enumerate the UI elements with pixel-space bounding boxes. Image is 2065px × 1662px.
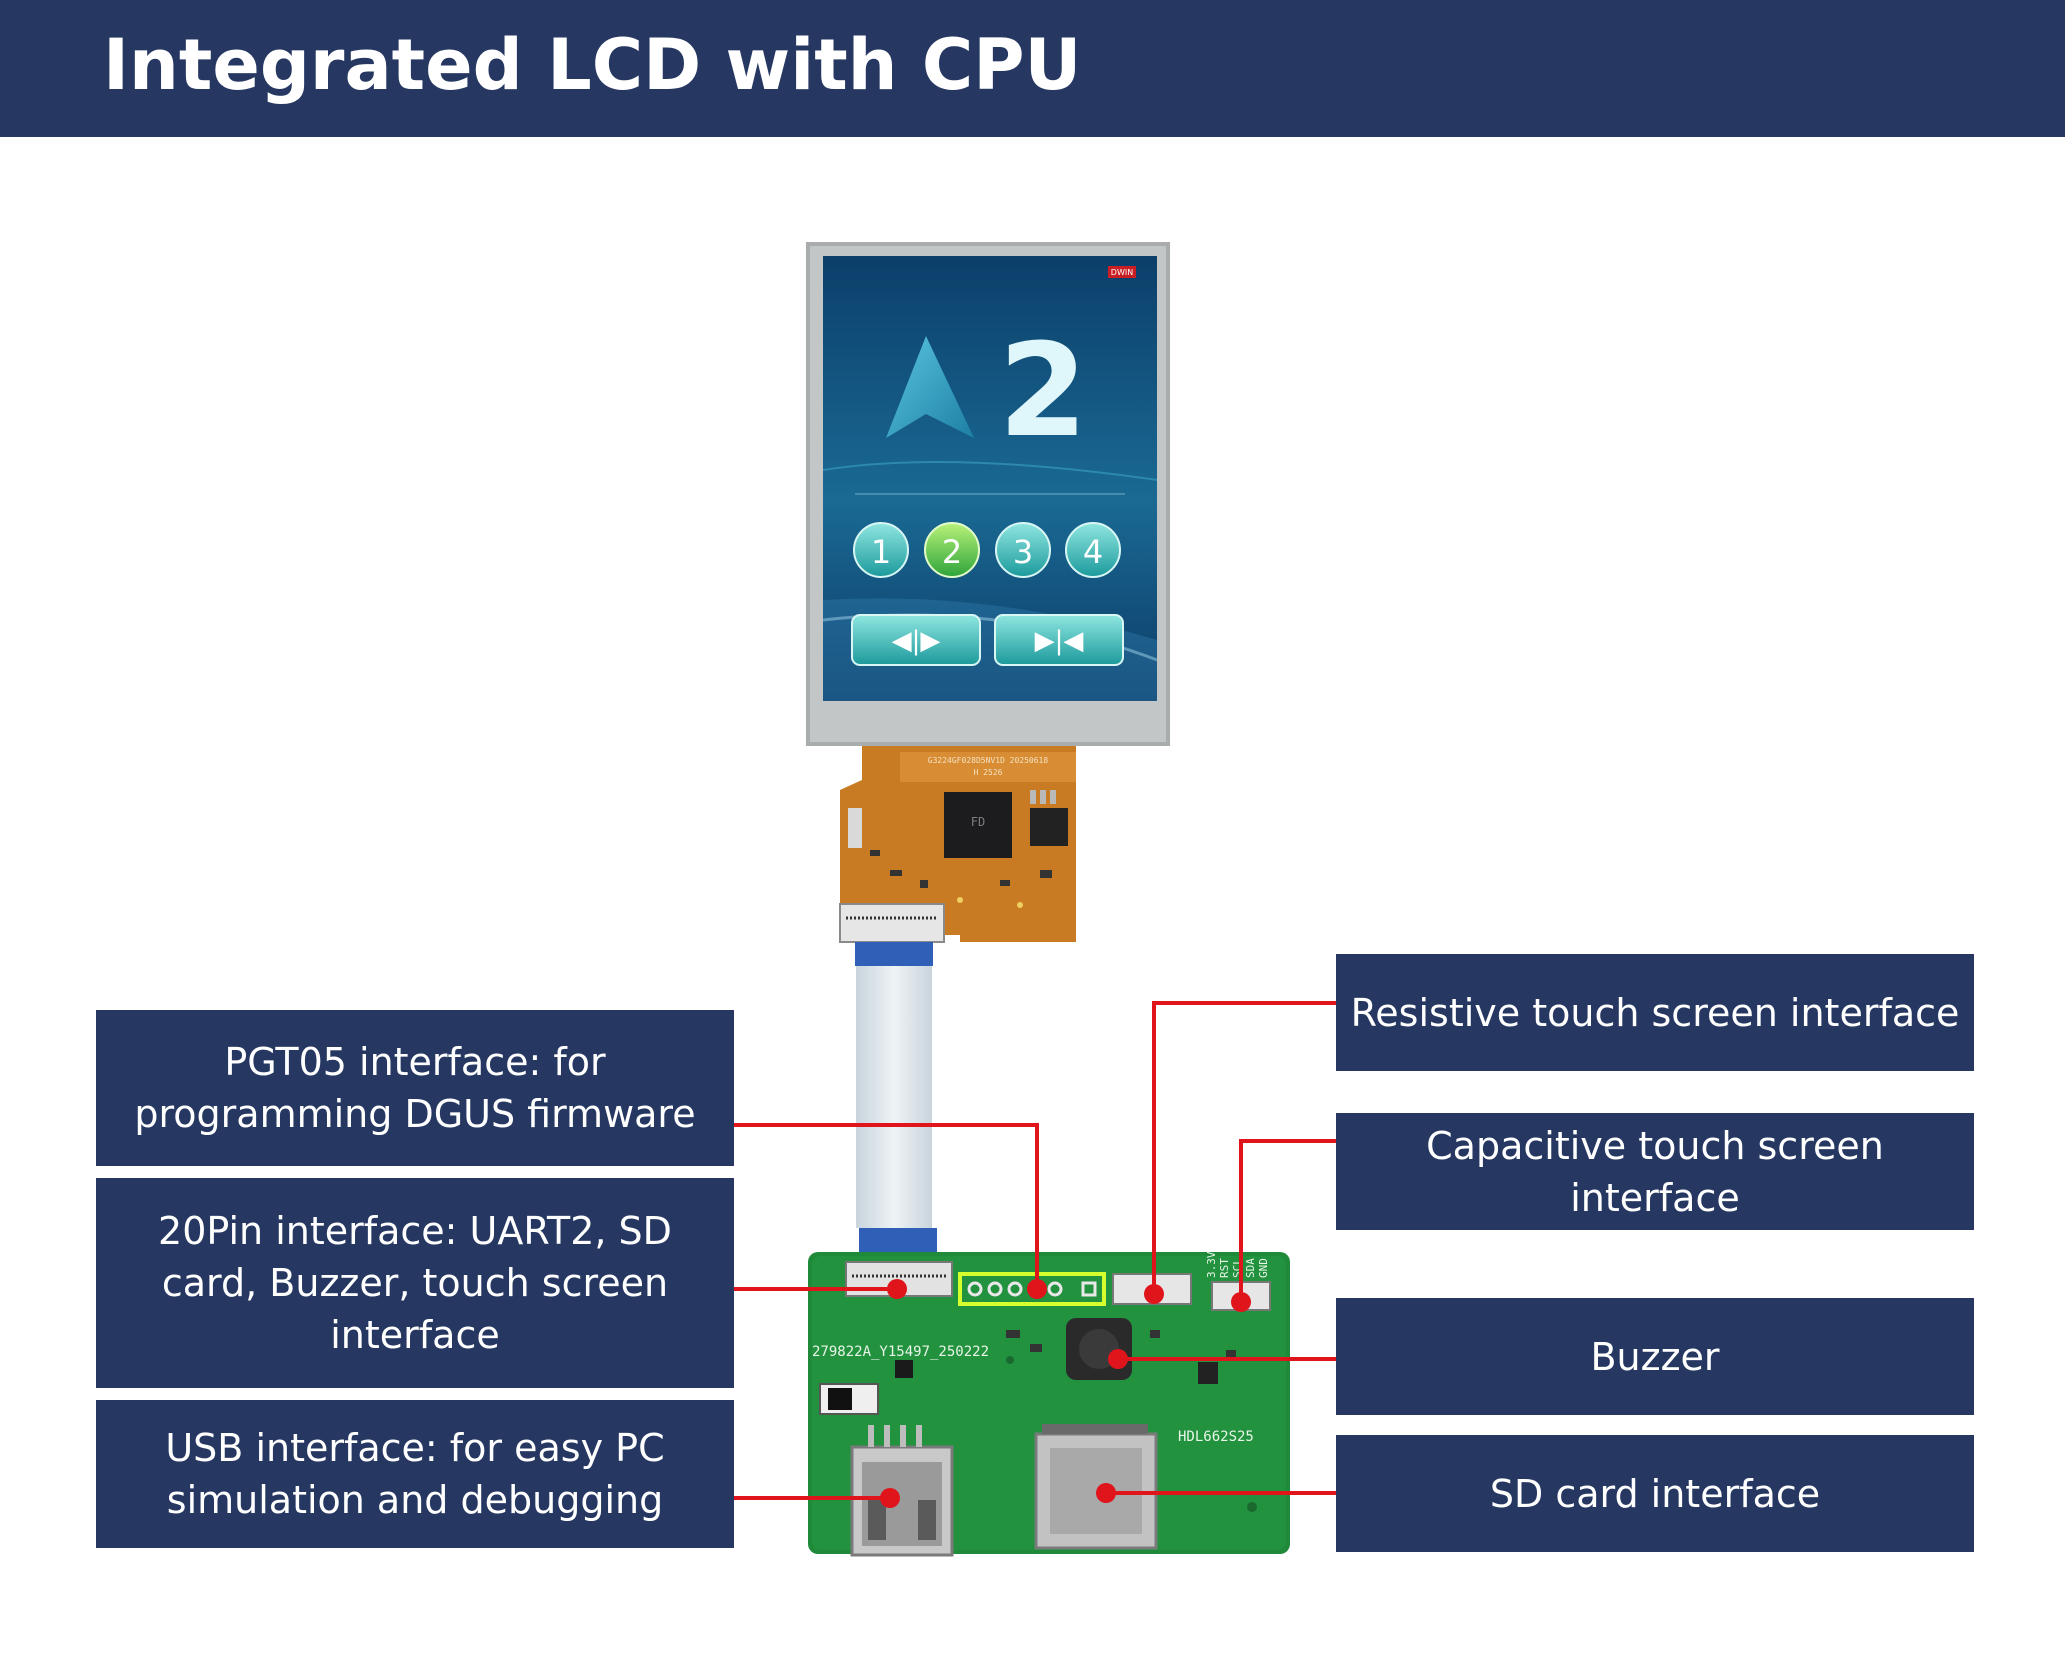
page-title: Integrated LCD with CPU <box>103 24 1082 106</box>
up-arrow-icon <box>886 336 974 438</box>
floor-button-4[interactable]: 4 <box>1065 522 1121 578</box>
label-resistive-touch: Resistive touch screen interface <box>1336 954 1974 1071</box>
floor-button-label: 4 <box>1083 533 1103 571</box>
dot-sdcard <box>1096 1483 1116 1503</box>
fpc-connector <box>839 903 945 943</box>
label-buzzer: Buzzer <box>1336 1298 1974 1415</box>
dot-capacitive <box>1231 1292 1251 1312</box>
fpc-label-line1: G3224GF028D5NV1D 20250618 <box>928 756 1049 765</box>
door-close-icon: ▶|◀ <box>1035 626 1084 656</box>
floor-button-label: 1 <box>871 533 891 571</box>
label-pgt05-text: PGT05 interface: for programming DGUS fi… <box>134 1040 696 1136</box>
ribbon-cable <box>855 942 937 1256</box>
door-open-button[interactable]: ◀|▶ <box>851 614 981 666</box>
leader-capacitive <box>1239 1139 1336 1300</box>
label-20pin-text: 20Pin interface: UART2, SD card, Buzzer,… <box>158 1209 672 1357</box>
leader-resistive <box>1152 1001 1336 1292</box>
dot-resistive <box>1144 1284 1164 1304</box>
dot-buzzer <box>1108 1349 1128 1369</box>
header-banner: Integrated LCD with CPU <box>0 0 2065 137</box>
leader-pgt05 <box>733 1123 1039 1287</box>
cpu-chip-marking: FD <box>971 815 985 829</box>
lcd-module: DWIN 2 1 2 3 4 ◀|▶ ▶|◀ <box>806 242 1170 746</box>
dot-20pin <box>887 1279 907 1299</box>
floor-button-3[interactable]: 3 <box>995 522 1051 578</box>
pin-label-3v3: 3.3V <box>1205 1251 1218 1278</box>
fpc-driver-board: G3224GF028D5NV1D 20250618 H 2526 FD <box>839 746 1076 943</box>
pcb-model: HDL662S25 <box>1178 1429 1254 1445</box>
cpu-chip <box>944 792 1012 858</box>
pcb-serial: 279822A_Y15497_250222 <box>812 1344 989 1360</box>
label-pgt05-interface: PGT05 interface: for programming DGUS fi… <box>96 1010 734 1166</box>
label-resistive-text: Resistive touch screen interface <box>1350 990 1960 1035</box>
leader-dots <box>880 1279 1251 1508</box>
dot-pgt05 <box>1027 1279 1047 1299</box>
floor-button-label: 3 <box>1013 533 1033 571</box>
label-sd-card: SD card interface <box>1336 1435 1974 1552</box>
pin-label-gnd: GND <box>1257 1258 1270 1278</box>
fpc-label-line2: H 2526 <box>974 768 1003 777</box>
pin-label-rst: RST <box>1218 1258 1231 1278</box>
pgt05-header <box>958 1272 1106 1306</box>
label-capacitive-touch: Capacitive touch screen interface <box>1336 1113 1974 1230</box>
dot-usb <box>880 1488 900 1508</box>
dwin-logo <box>1108 266 1136 278</box>
label-usb-text: USB interface: for easy PC simulation an… <box>165 1426 665 1522</box>
pin-labels: 3.3V RST SCL SDA GND <box>1205 1251 1270 1278</box>
floor-button-label: 2 <box>942 533 962 571</box>
leader-lines <box>733 1001 1336 1500</box>
label-usb-interface: USB interface: for easy PC simulation an… <box>96 1400 734 1548</box>
label-capacitive-text: Capacitive touch screen interface <box>1426 1123 1884 1220</box>
pin-label-sda: SDA <box>1244 1258 1257 1278</box>
adapter-pcb: 3.3V RST SCL SDA GND 279822A_Y15497_2502… <box>808 1251 1290 1557</box>
door-open-icon: ◀|▶ <box>892 626 941 656</box>
door-close-button[interactable]: ▶|◀ <box>994 614 1124 666</box>
dwin-logo-text: DWIN <box>1111 268 1133 277</box>
floor-button-1[interactable]: 1 <box>853 522 909 578</box>
label-sdcard-text: SD card interface <box>1489 1471 1821 1516</box>
label-buzzer-text: Buzzer <box>1590 1334 1720 1379</box>
floor-number: 2 <box>998 317 1087 466</box>
label-20pin-interface: 20Pin interface: UART2, SD card, Buzzer,… <box>96 1178 734 1388</box>
floor-button-2[interactable]: 2 <box>924 522 980 578</box>
